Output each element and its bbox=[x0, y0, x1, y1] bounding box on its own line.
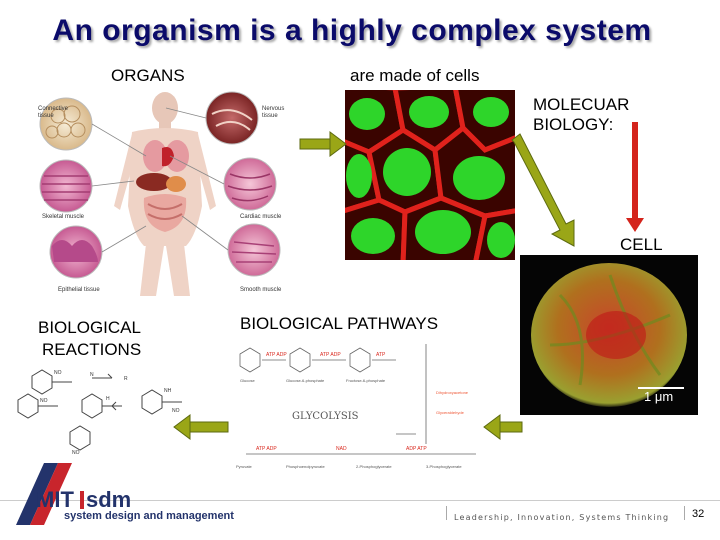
page-number-separator bbox=[684, 506, 685, 520]
cells-micrograph bbox=[345, 90, 515, 260]
svg-text:Glucose: Glucose bbox=[240, 378, 255, 383]
footer-tagline: Leadership, Innovation, Systems Thinking bbox=[454, 513, 670, 522]
svg-text:Dihydroxyacetone: Dihydroxyacetone bbox=[436, 390, 469, 395]
arrow-organs-to-cells bbox=[299, 131, 347, 157]
biological-reactions-label-line2: REACTIONS bbox=[42, 340, 142, 359]
svg-text:N: N bbox=[90, 372, 94, 378]
smooth-muscle-label: Smooth muscle bbox=[240, 287, 282, 293]
svg-text:H: H bbox=[106, 396, 110, 402]
logo-mit-text: MIT bbox=[36, 487, 74, 512]
svg-text:NAD: NAD bbox=[336, 446, 347, 452]
svg-text:NO: NO bbox=[40, 398, 48, 404]
biological-reactions-label-line1: BIOLOGICAL bbox=[38, 318, 141, 337]
scale-bar bbox=[638, 387, 684, 389]
svg-text:R: R bbox=[124, 376, 128, 382]
footer-divider bbox=[0, 500, 720, 501]
organs-tissue-figure: Connective tissue Nervous tissue Skeleta… bbox=[38, 91, 284, 296]
svg-text:ATP ADP: ATP ADP bbox=[320, 352, 341, 358]
svg-text:NO: NO bbox=[72, 450, 80, 456]
logo-sdm-text: sdm bbox=[86, 487, 131, 512]
cells-label: are made of cells bbox=[350, 66, 480, 85]
arrow-molecular-to-cell bbox=[511, 133, 575, 247]
svg-text:3-Phosphoglycerate: 3-Phosphoglycerate bbox=[426, 464, 462, 469]
tagline-separator bbox=[446, 506, 447, 520]
biological-pathways-label: BIOLOGICAL PATHWAYS bbox=[240, 314, 439, 333]
cardiac-muscle-label: Cardiac muscle bbox=[240, 214, 282, 220]
connective-tissue-label-line1: Connective bbox=[38, 106, 69, 112]
page-number: 32 bbox=[692, 508, 705, 520]
arrow-molecular-down-red bbox=[626, 122, 644, 232]
svg-text:2-Phosphoglycerate: 2-Phosphoglycerate bbox=[356, 464, 392, 469]
molecular-biology-label-line1: MOLECUAR bbox=[533, 95, 630, 114]
scale-bar-label: 1 μm bbox=[644, 389, 673, 404]
organs-label: ORGANS bbox=[111, 66, 185, 85]
svg-text:ATP: ATP bbox=[376, 352, 386, 358]
svg-text:NH: NH bbox=[164, 388, 172, 394]
svg-text:NO: NO bbox=[172, 408, 180, 414]
svg-text:Glucose-6-phosphate: Glucose-6-phosphate bbox=[286, 378, 325, 383]
svg-text:Fructose-6-phosphate: Fructose-6-phosphate bbox=[346, 378, 386, 383]
mit-sdm-logo: MIT sdm bbox=[16, 463, 131, 525]
connective-tissue-label-line2: tissue bbox=[38, 113, 54, 119]
skeletal-muscle-label: Skeletal muscle bbox=[42, 214, 85, 220]
svg-text:NO: NO bbox=[54, 370, 62, 376]
cell-micrograph: 1 μm bbox=[520, 255, 698, 415]
svg-text:ATP ADP: ATP ADP bbox=[266, 352, 287, 358]
chemical-reactions-diagram: NO NO N R H NH NO NO bbox=[17, 369, 182, 456]
glycolysis-pathway-diagram: ATP ADP ATP ADP ATP ATP ADP NAD ADP ATP Gluc… bbox=[236, 344, 476, 469]
nervous-tissue-label-line2: tissue bbox=[262, 113, 278, 119]
slide-title: An organism is a highly complex system bbox=[52, 14, 652, 47]
svg-text:Glyceraldehyde: Glyceraldehyde bbox=[436, 410, 465, 415]
svg-text:Pyruvate: Pyruvate bbox=[236, 464, 253, 469]
nervous-tissue-label-line1: Nervous bbox=[262, 106, 284, 112]
human-body-silhouette bbox=[114, 92, 216, 296]
glycolysis-label: GLYCOLYSIS bbox=[292, 411, 359, 422]
cell-label: CELL bbox=[620, 235, 663, 254]
logo-subtitle: system design and management bbox=[64, 510, 234, 522]
molecular-biology-label-line2: BIOLOGY: bbox=[533, 115, 614, 134]
svg-text:ATP ADP: ATP ADP bbox=[256, 446, 277, 452]
svg-text:Phosphoenolpyruvate: Phosphoenolpyruvate bbox=[286, 464, 325, 469]
epithelial-tissue-label: Epithelial tissue bbox=[58, 287, 100, 293]
svg-text:ADP ATP: ADP ATP bbox=[406, 446, 427, 452]
